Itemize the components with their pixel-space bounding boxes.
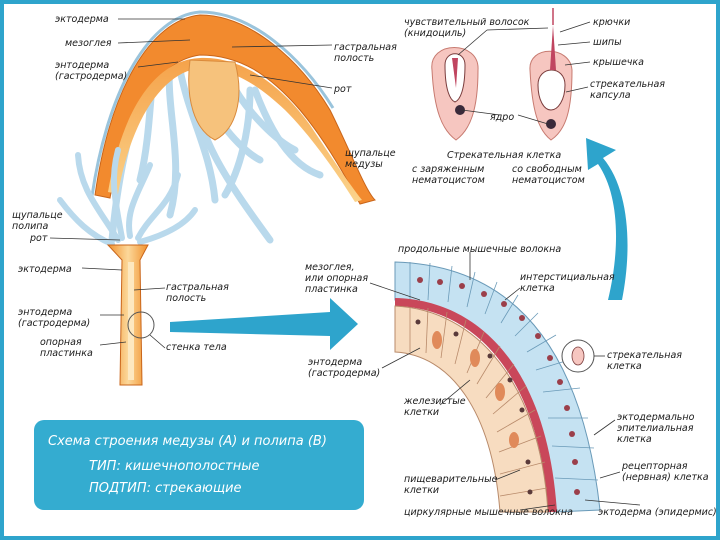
capsule-label-2: капсула [590,90,631,101]
digestive-label-2: клетки [404,485,439,496]
epithelial-label-3: клетка [617,434,652,445]
wall-endoderm-label: энтодерма [308,357,362,368]
polyp-tentacle-label-2: полипа [12,221,48,232]
wall-mesoglea-label-2: или опорная [305,273,368,284]
hooks-label: крючки [593,17,630,28]
polyp-tentacle-label: щупальце [12,210,63,221]
polyp-tentacles [57,147,198,247]
circular-muscle-label: циркулярные мышечные волокна [404,507,573,518]
polyp-mouth-label: рот [29,233,48,244]
medusa-endoderm-label: энтодерма [55,60,109,71]
polyp-ectoderm-label: эктодерма [18,264,72,275]
charged-nucleus [455,105,465,115]
polyp-endoderm-label-2: (гастродерма) [18,318,90,329]
polyp-body-wall-label: стенка тела [166,342,227,353]
stinging-cell-label: стрекательная [607,350,682,361]
medusa-gastral-cavity [108,57,362,203]
medusa-ectoderm-line [90,10,335,197]
body-wall-section: продольные мышечные волокна мезоглея, ил… [305,244,717,518]
medusa-manubrium [188,59,240,141]
cnidocyte-figure: чувствительный волосок (книдоциль) крючк… [404,8,665,186]
polyp-gastral-label: гастральная [166,282,229,293]
medusa-tentacle-label: щупальце [345,148,396,159]
digestive-label: пищеварительные [404,474,498,485]
free-capsule [537,69,566,111]
spines-label: шипы [593,37,622,48]
epithelial-label: эктодермально [617,412,695,423]
free-label: со свободным [512,164,582,175]
polyp-support-label: опорная [40,337,82,348]
charged-label-2: нематоцистом [412,175,485,186]
wall-ectoderm-label: эктодерма (эпидермис) [598,507,717,518]
epithelial-label-2: эпителиальная [617,423,694,434]
stinging-cell-label-2: клетка [607,361,642,372]
medusa-mouth-label: рот [333,84,352,95]
medusa-tentacle-label-2: медузы [345,159,383,170]
free-label-2: нематоцистом [512,175,585,186]
medusa-mesoglea-label: мезоглея [65,38,112,49]
polyp-gastral-label-2: полость [166,293,206,304]
interstitial-label-2: клетка [520,283,555,294]
cnidocyte-title: Стрекательная клетка [447,150,561,161]
wall-endoderm-band [394,305,549,513]
medusa-ectoderm-label: эктодерма [55,14,109,25]
wall-mesoglea-label-3: пластинка [305,284,358,295]
polyp-body-wall-circle [127,311,155,339]
caption-type: ТИП: кишечнополостные [89,459,260,474]
caption-title: Схема строения медузы (А) и полипа (В) [48,434,327,449]
curved-arrow [586,138,628,300]
nucleus-label: ядро [490,112,514,123]
long-muscle-label: продольные мышечные волокна [398,244,561,255]
capsule-label: стрекательная [590,79,665,90]
receptor-label: рецепторная [621,461,688,472]
polyp-figure: щупальце полипа рот эктодерма энтодерма … [12,147,229,386]
wall-endoderm-label-2: (гастродерма) [308,368,380,379]
zoom-arrow [170,298,358,350]
medusa-gastral-label-2: полость [334,53,374,64]
glandular-label: железистые [403,396,466,407]
caption-box: Схема строения медузы (А) и полипа (В) Т… [34,420,364,510]
glandular-label-2: клетки [404,407,439,418]
medusa-endoderm-label-2: (гастродерма) [55,71,127,82]
polyp-gastral-cavity [128,262,134,380]
polyp-endoderm-label: энтодерма [18,307,72,318]
polyp-support-label-2: пластинка [40,348,93,359]
medusa-figure: эктодерма мезоглея энтодерма (гастродерм… [55,10,397,244]
free-thread [550,25,556,70]
caption-subtype: ПОДТИП: стрекающие [89,481,242,496]
charged-label: с заряженным [412,164,484,175]
lid-label: крышечка [593,57,644,68]
medusa-gastral-label: гастральная [334,42,397,53]
cnidocil-label-2: (книдоциль) [404,28,466,39]
cnidocil-label: чувствительный волосок [404,17,530,28]
receptor-label-2: (нервная) клетка [622,472,709,483]
wall-mesoglea-label: мезоглея, [305,262,355,273]
interstitial-label: интерстициальная [520,272,615,283]
